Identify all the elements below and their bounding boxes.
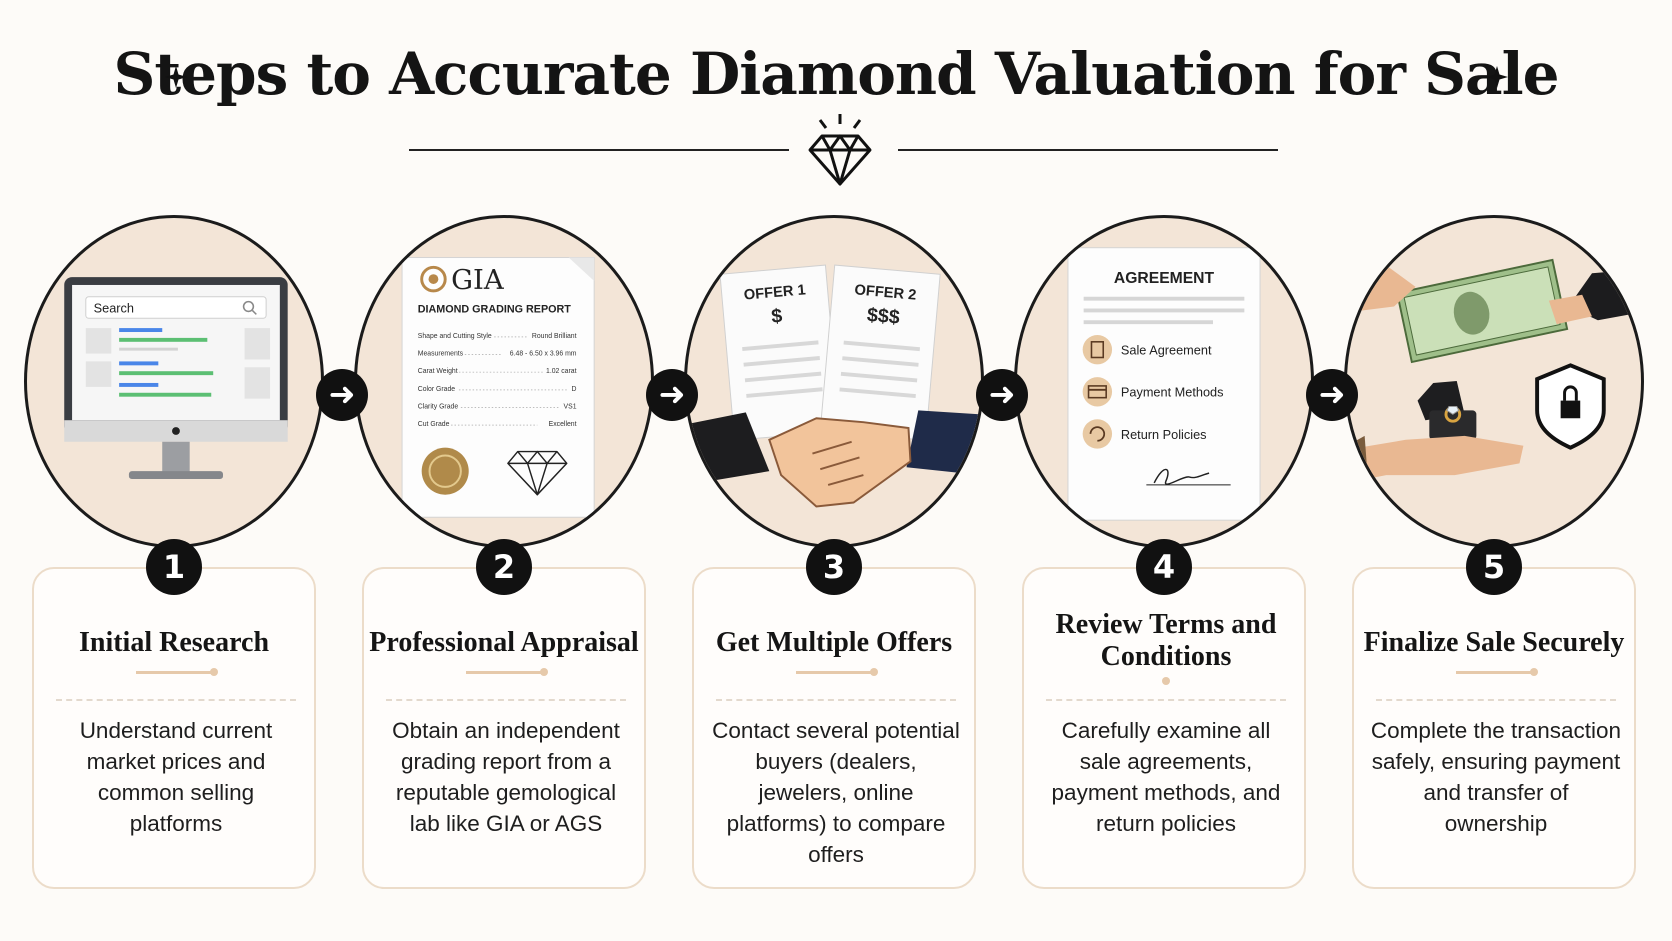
step-number-badge: 3 [806,539,862,595]
diamond-outline-icon [507,450,568,496]
report-row-value: VS1 [564,403,577,410]
report-row-label: Color Grade [418,386,456,393]
report-row-label: Measurements [418,351,464,358]
card-divider [1376,699,1616,701]
agreement-item: Return Policies [1121,427,1207,442]
diamond-icon [808,114,872,186]
card-divider [1046,699,1286,701]
offer2-label: OFFER 2 [854,282,917,303]
page-title: Steps to Accurate Diamond Valuation for … [113,40,1559,108]
right-arrow-icon: ➜ [646,369,698,421]
report-row-value: 6.48 - 6.50 x 3.96 mm [510,351,577,358]
report-row-label: Carat Weight [418,368,458,375]
title-divider-left [409,149,789,151]
agreement-title: AGREEMENT [1114,270,1215,287]
step-description: Carefully examine all sale agreements, p… [1051,718,1281,836]
report-row-value: 1.02 carat [546,368,577,375]
illustration-research: Search [24,215,324,548]
accent-dot [870,668,878,676]
four-point-star-icon [165,66,187,88]
right-arrow-icon: ➜ [976,369,1028,421]
offer2-value: $$$ [866,304,901,329]
illustration-offers: OFFER 1 $ OFFER 2 $$$ [684,215,984,548]
agreement-item: Payment Methods [1121,385,1224,400]
step-description: Contact several potential buyers (dealer… [712,718,960,867]
right-arrow-icon: ➜ [1306,369,1358,421]
lab-name: GIA [451,265,505,296]
step-card-finalize-sale: Finalize Sale Securely Complete the tran… [1352,567,1636,889]
step-description: Understand current market prices and com… [79,718,273,836]
step-number-badge: 1 [146,539,202,595]
report-row-value: D [572,386,577,393]
report-row-label: Clarity Grade [418,403,459,410]
step-card-professional-appraisal: Professional Appraisal Obtain an indepen… [362,567,646,889]
report-title: DIAMOND GRADING REPORT [418,303,572,315]
accent-dot [1530,668,1538,676]
report-row-value: Round Brilliant [532,333,577,340]
right-arrow-icon: ➜ [316,369,368,421]
accent-dot [210,668,218,676]
accent-line [796,671,872,674]
step-title: Finalize Sale Securely [1363,627,1625,658]
illustration-finalize [1344,215,1644,548]
step-card-review-terms: Review Terms and Conditions Carefully ex… [1022,567,1306,889]
step-number-badge: 4 [1136,539,1192,595]
agreement-item: Sale Agreement [1121,343,1212,358]
card-divider [386,699,626,701]
report-row-label: Shape and Cutting Style [418,333,492,340]
accent-line [1456,671,1532,674]
step-card-initial-research: Initial Research Understand current mark… [32,567,316,889]
accent-line [466,671,542,674]
card-divider [716,699,956,701]
step-number-badge: 5 [1466,539,1522,595]
accent-dot [1162,677,1170,685]
illustration-terms: AGREEMENT Sale Agreement Payment Methods… [1014,215,1314,548]
accent-dot [540,668,548,676]
step-card-get-multiple-offers: Get Multiple Offers Contact several pote… [692,567,976,889]
step-title: Initial Research [78,627,270,658]
step-description: Complete the transaction safely, ensurin… [1370,718,1622,836]
report-row-value: Excellent [549,421,577,428]
accent-line [136,671,212,674]
four-point-star-icon [1486,66,1508,88]
illustration-appraisal: GIA DIAMOND GRADING REPORT Shape and Cut… [354,215,654,548]
offer1-label: OFFER 1 [743,282,806,303]
step-description: Obtain an independent grading report fro… [392,718,620,836]
signature [1153,468,1210,485]
step-title: Review Terms and Conditions [1055,609,1277,672]
search-placeholder: Search [94,300,134,315]
title-divider-right [898,149,1278,151]
report-row-label: Cut Grade [418,421,450,428]
step-title: Professional Appraisal [369,627,639,658]
card-divider [56,699,296,701]
step-title: Get Multiple Offers [715,627,953,658]
offer1-value: $ [770,305,783,328]
step-number-badge: 2 [476,539,532,595]
